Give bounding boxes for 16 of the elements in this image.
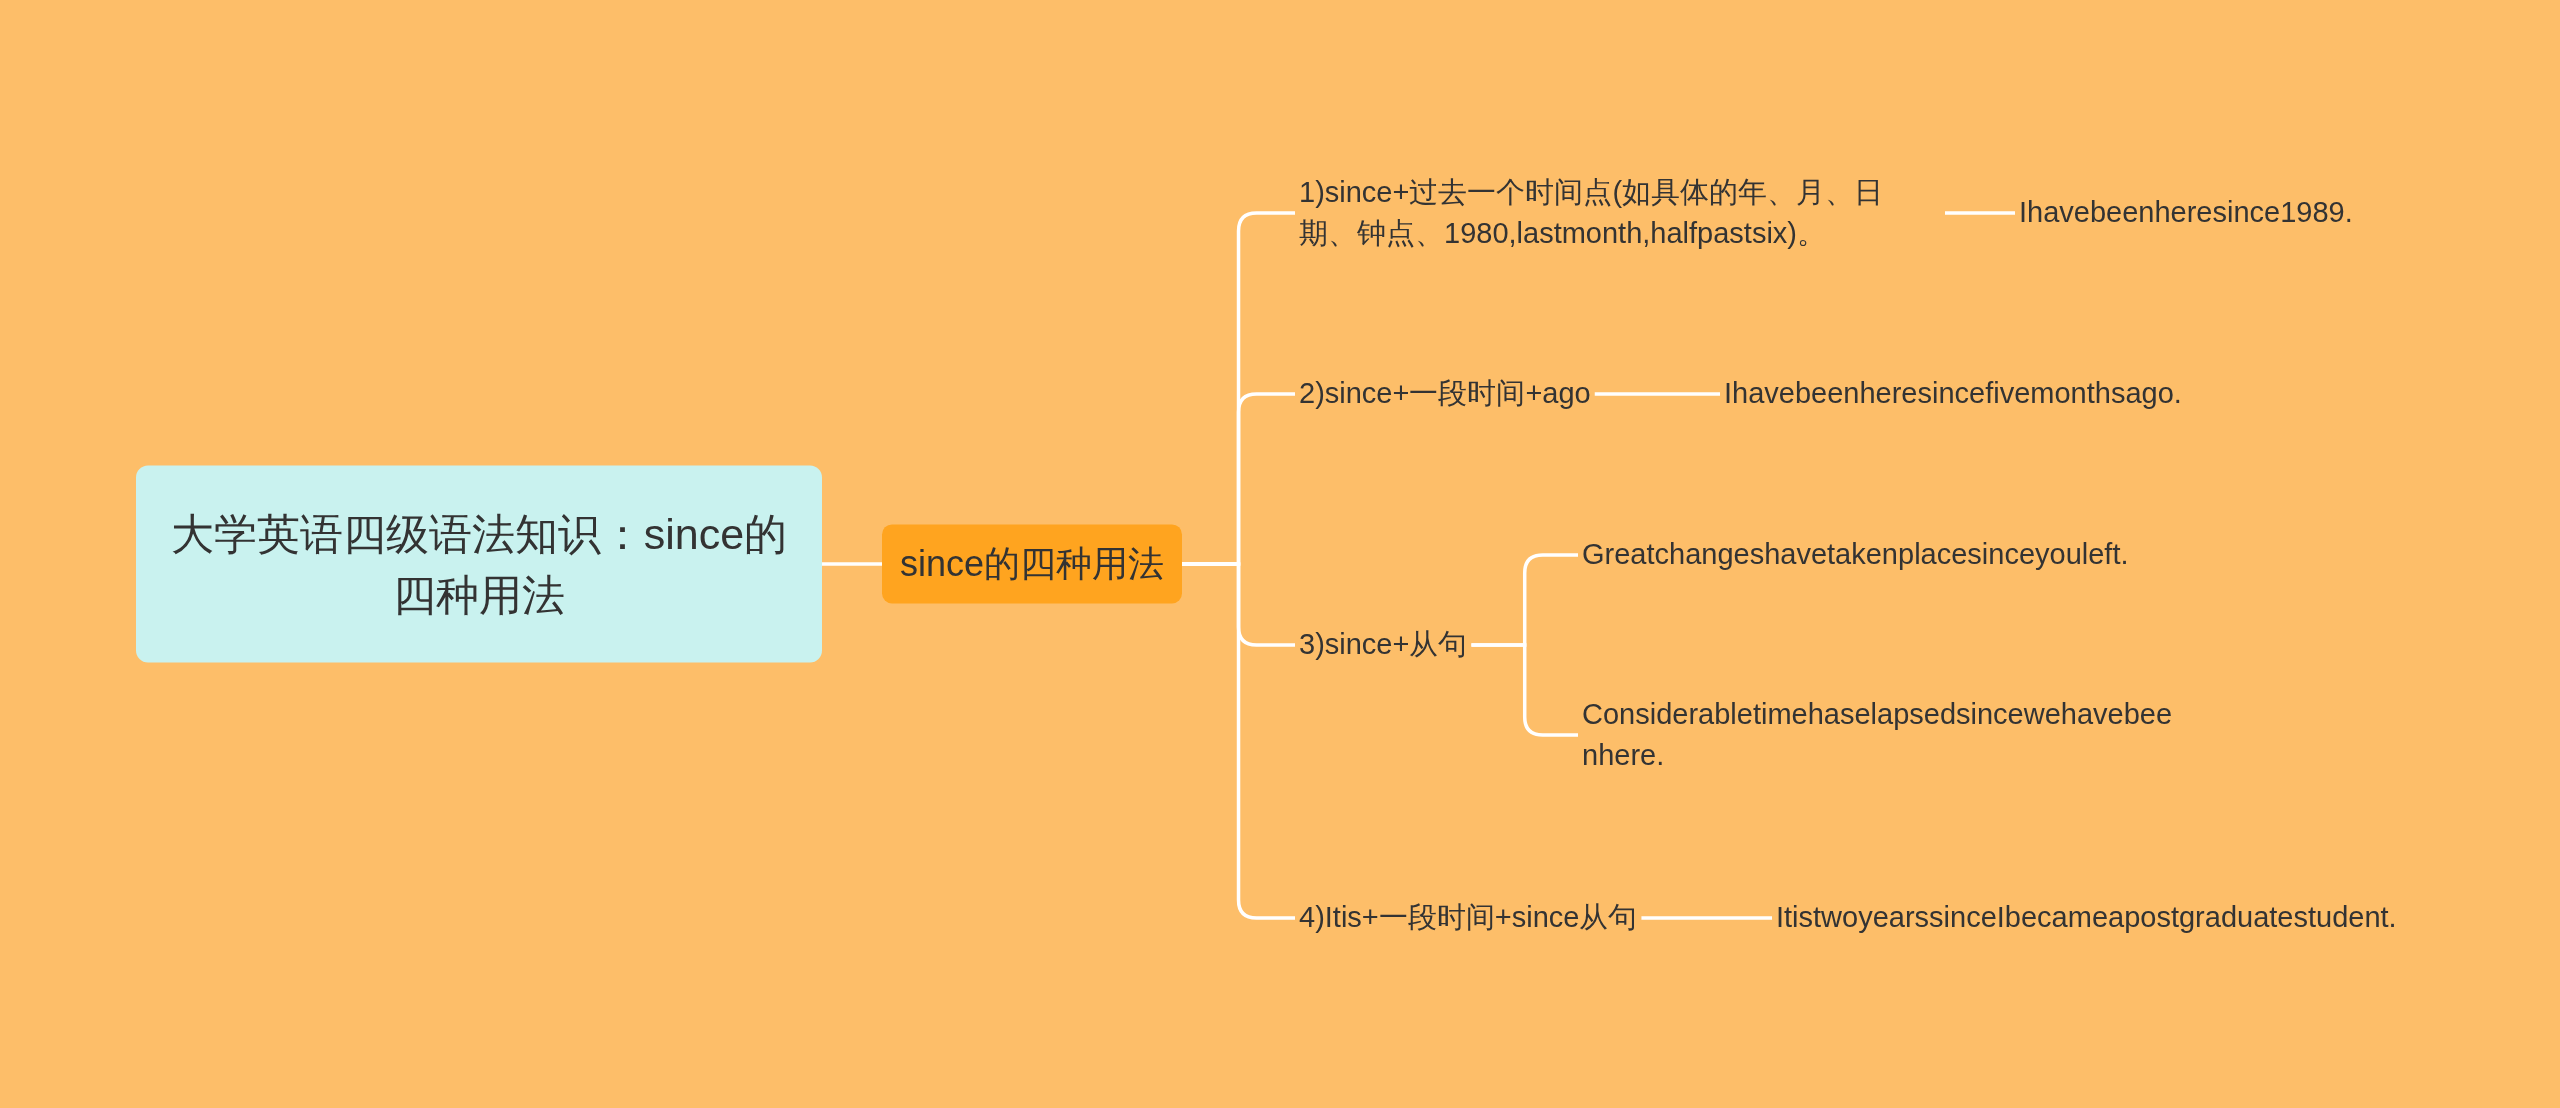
connector-line [1471, 643, 1578, 737]
connector-line [1945, 211, 2015, 215]
connector-line [1594, 392, 1720, 396]
connector-line [1641, 916, 1772, 920]
topic-text: Considerabletimehaselapsedsincewehavebeenhere. [1578, 691, 2188, 779]
topic-text: 4)Itis+一段时间+since从句 [1295, 895, 1642, 941]
topic-text: 1)since+过去一个时间点(如具体的年、月、日期、钟点、1980,lastmonth,halfpastsix)。 [1295, 169, 1945, 257]
connector-line [822, 562, 882, 566]
topic-text: 3)since+从句 [1295, 622, 1472, 668]
topic-text: ItistwoyearssinceIbecameapostgraduatestudent. [1772, 895, 2401, 941]
topic-text: Greatchangeshavetakenplacesinceyouleft. [1578, 532, 2133, 578]
topic-text: Ihavebeenheresincefivemonthsago. [1720, 371, 2186, 417]
topic-text: 2)since+一段时间+ago [1295, 371, 1595, 417]
main-topic-box: since的四种用法 [882, 524, 1183, 604]
topic-text: Ihavebeenheresince1989. [2015, 190, 2357, 236]
root-topic-box: 大学英语四级语法知识：since的四种用法 [136, 465, 822, 663]
